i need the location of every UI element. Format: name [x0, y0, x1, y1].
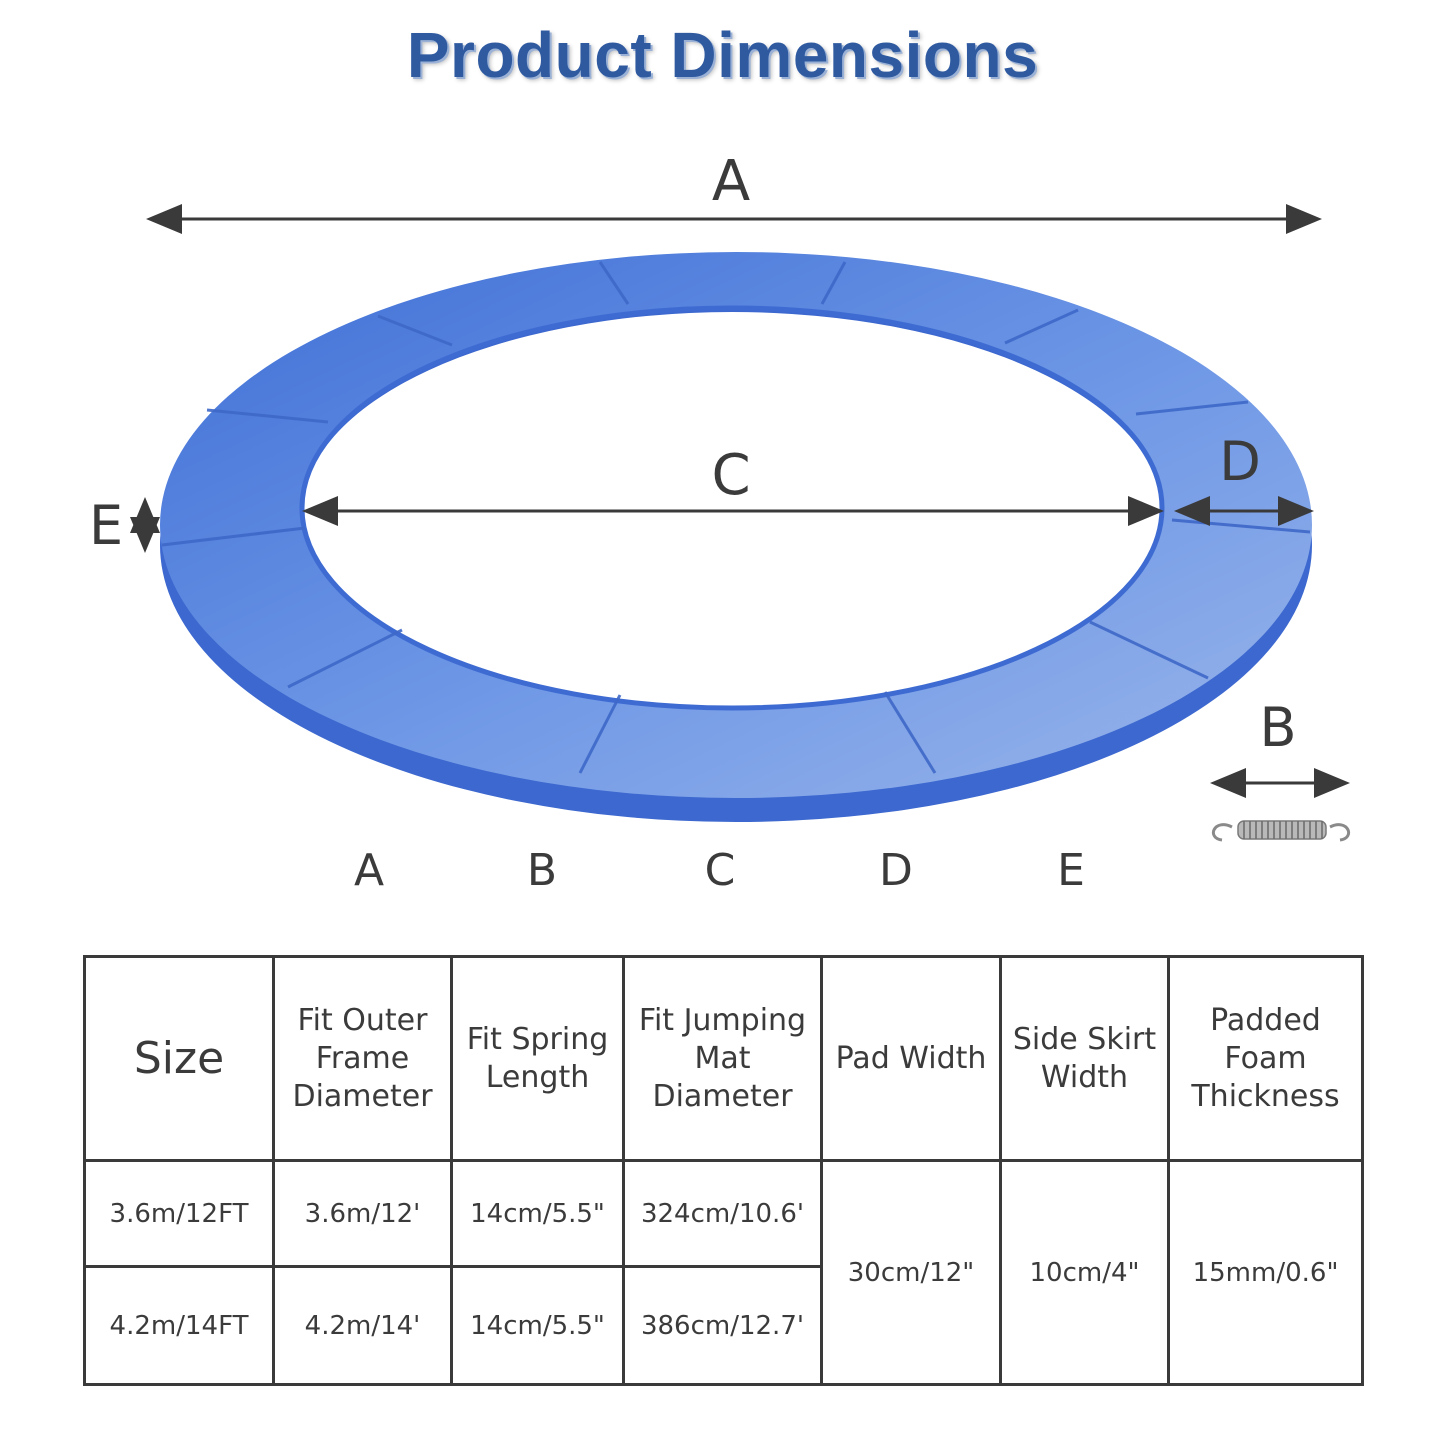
- header-skirt-width: Side Skirt Width: [999, 955, 1170, 1162]
- table-row: 3.6m/12FT 3.6m/12' 14cm/5.5" 324cm/10.6'…: [83, 1159, 1364, 1386]
- header-size: Size: [83, 955, 275, 1162]
- spec-table: Size Fit Outer Frame Diameter Fit Spring…: [83, 955, 1364, 1386]
- header-pad-width: Pad Width: [820, 955, 1002, 1162]
- table-row: 4.2m/14FT 4.2m/14' 14cm/5.5" 386cm/12.7': [83, 1265, 1363, 1386]
- cell-skirt-width: 10cm/4": [999, 1159, 1170, 1386]
- cell-spring: 14cm/5.5": [450, 1265, 625, 1386]
- cell-size: 3.6m/12FT: [83, 1159, 275, 1268]
- header-mat-diameter: Fit Jumping Mat Diameter: [622, 955, 823, 1162]
- dimension-a-label: A: [712, 149, 750, 214]
- legend-letter-c: C: [704, 845, 736, 896]
- legend-letter-a: A: [353, 845, 385, 896]
- cell-mat: 324cm/10.6': [622, 1159, 823, 1268]
- cell-frame: 3.6m/12': [272, 1159, 453, 1268]
- cell-spring: 14cm/5.5": [450, 1159, 625, 1268]
- table-header-row: Size Fit Outer Frame Diameter Fit Spring…: [83, 955, 1364, 1162]
- legend-letter-e: E: [1057, 845, 1085, 896]
- cell-frame: 4.2m/14': [272, 1265, 453, 1386]
- trampoline-pad-diagram: A C D E B: [89, 149, 1351, 842]
- cell-mat: 386cm/12.7': [622, 1265, 823, 1386]
- dimension-e-label: E: [89, 494, 123, 557]
- dimension-b-label: B: [1259, 696, 1296, 759]
- spring-icon: [1211, 820, 1351, 842]
- header-spring-length: Fit Spring Length: [450, 955, 625, 1162]
- cell-pad-width: 30cm/12": [820, 1159, 1002, 1386]
- cell-foam-thickness: 15mm/0.6": [1167, 1159, 1364, 1386]
- page-title: Product Dimensions: [406, 19, 1039, 91]
- pad-ring: [160, 252, 1312, 798]
- cell-size: 4.2m/14FT: [83, 1265, 275, 1386]
- dimension-d-label: D: [1219, 430, 1261, 493]
- legend-letter-d: D: [879, 845, 913, 896]
- header-foam-thickness: Padded Foam Thickness: [1167, 955, 1364, 1162]
- legend-letter-b: B: [526, 845, 558, 896]
- spec-table-container: Size Fit Outer Frame Diameter Fit Spring…: [83, 955, 1364, 1386]
- header-frame-diameter: Fit Outer Frame Diameter: [272, 955, 453, 1162]
- dimension-c-label: C: [711, 443, 750, 508]
